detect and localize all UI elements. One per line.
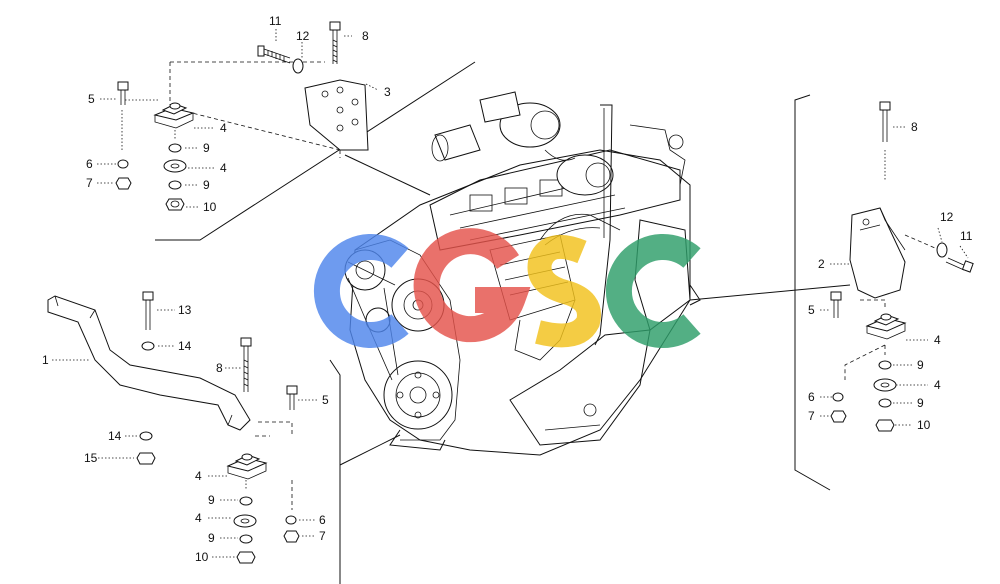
support-rail-part-1: [47, 295, 251, 431]
callout-r-10: 10: [917, 418, 931, 432]
bolt-part-8: [329, 21, 341, 64]
callout-bl-4b: 4: [195, 511, 202, 525]
bottom-left-mount-group: 1 13 14 8 5 14 15 4 9 4 6 9 7 10: [42, 291, 329, 564]
callout-tl-7: 7: [86, 176, 93, 190]
watermark-letter-g-red: [413, 228, 531, 343]
bracket-part-2: [849, 207, 906, 299]
rubber-mount-part-4: [153, 102, 195, 129]
callout-bl-8: 8: [216, 361, 223, 375]
callout-bl-1: 1: [42, 353, 49, 367]
callout-r-4b: 4: [934, 378, 941, 392]
callout-r-7: 7: [808, 409, 815, 423]
turbocharger: [431, 91, 614, 196]
callout-bl-6: 6: [319, 513, 326, 527]
callout-bl-9a: 9: [208, 493, 215, 507]
callout-r-2: 2: [818, 257, 825, 271]
callout-tl-9b: 9: [203, 178, 210, 192]
right-mount-group: 8 12 11 2 5 4 9 6 4 9 7 10: [808, 101, 974, 432]
callout-r-12: 12: [940, 210, 954, 224]
bolt-part-5: [117, 81, 129, 105]
cgsc-watermark-logo: [313, 228, 701, 348]
callout-r-5: 5: [808, 303, 815, 317]
callout-r-9a: 9: [917, 358, 924, 372]
callout-r-6: 6: [808, 390, 815, 404]
leader-lines: [155, 61, 851, 584]
callout-bl-13: 13: [178, 303, 192, 317]
watermark-letter-c-green: [605, 234, 701, 348]
callout-tl-12: 12: [296, 29, 310, 43]
callout-bl-10: 10: [195, 550, 209, 564]
callout-r-9b: 9: [917, 396, 924, 410]
watermark-letter-s-yellow: [527, 234, 601, 348]
nut-part-10: [165, 198, 185, 211]
watermark-letter-c-blue: [313, 234, 409, 348]
callout-bl-14a: 14: [178, 339, 192, 353]
rubber-mount-part-4-r: [865, 313, 907, 340]
crankshaft-pulley: [383, 360, 453, 430]
callout-bl-14b: 14: [108, 429, 122, 443]
callout-r-4a: 4: [934, 333, 941, 347]
engine-illustration: [344, 91, 701, 456]
callout-tl-6: 6: [86, 157, 93, 171]
callout-tl-4a: 4: [220, 121, 227, 135]
callout-bl-5: 5: [322, 393, 329, 407]
callout-tl-8: 8: [362, 29, 369, 43]
callout-r-8: 8: [911, 120, 918, 134]
callout-bl-7: 7: [319, 529, 326, 543]
callout-bl-9b: 9: [208, 531, 215, 545]
top-left-mount-group: 11 12 8 3 5 4 9 6 4 7 9 10: [86, 14, 391, 214]
callout-tl-5: 5: [88, 92, 95, 106]
callout-tl-11: 11: [269, 14, 282, 28]
callout-tl-10: 10: [203, 200, 217, 214]
callout-tl-3: 3: [384, 85, 391, 99]
callout-tl-4b: 4: [220, 161, 227, 175]
bracket-part-3: [304, 79, 369, 151]
callout-bl-15: 15: [84, 451, 98, 465]
callout-r-11: 11: [960, 229, 973, 243]
callout-bl-4a: 4: [195, 469, 202, 483]
callout-tl-9a: 9: [203, 141, 210, 155]
bolt-part-11: [257, 45, 291, 64]
rubber-mount-part-4-bl: [226, 453, 268, 480]
